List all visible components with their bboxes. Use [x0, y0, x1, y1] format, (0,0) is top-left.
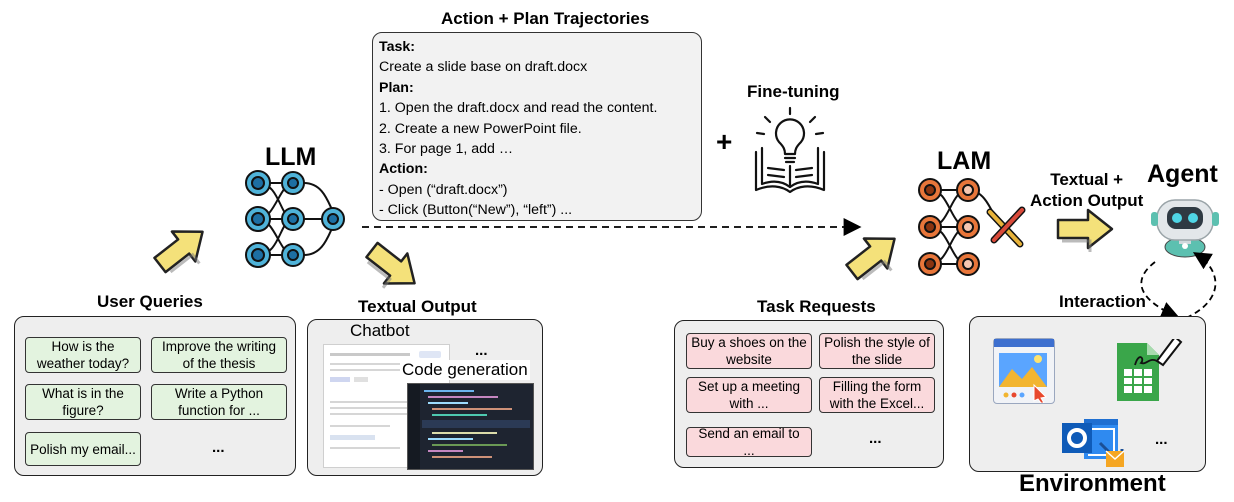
textual-action-output-label: Textual + Action Output — [1030, 170, 1144, 210]
plan-line-action2: - Click (Button(“New”), “left”) ... — [379, 202, 573, 219]
task-request-card: Filling the form with the Excel... — [819, 377, 935, 413]
plan-line-step1: 1. Open the draft.docx and read the cont… — [379, 100, 658, 117]
interaction-label: Interaction — [1059, 292, 1146, 311]
arrow-queries-to-llm — [146, 215, 219, 285]
robot-icon — [1151, 199, 1219, 258]
query-card: Improve the writing of the thesis — [151, 337, 287, 373]
plan-line-plan-heading: Plan: — [379, 79, 414, 96]
agent-label: Agent — [1147, 160, 1218, 188]
fine-tuning-label: Fine-tuning — [747, 82, 840, 101]
query-card: How is the weather today? — [25, 337, 141, 373]
task-request-more: ... — [869, 430, 882, 447]
email-app-icon — [1062, 413, 1126, 469]
image-app-icon — [993, 338, 1055, 404]
task-request-card: Set up a meeting with ... — [686, 377, 812, 413]
query-card: Write a Python function for ... — [151, 384, 287, 420]
plan-line-action-heading: Action: — [379, 161, 428, 178]
textual-output-panel: Chatbot Code generation ... — [307, 319, 543, 476]
interaction-loop-arrow-return — [1185, 252, 1217, 319]
arrow-llm-to-output — [356, 233, 428, 303]
plan-trajectory-box: Task: Create a slide base on draft.docx … — [372, 32, 702, 221]
arrow-requests-to-lam — [838, 222, 911, 292]
interaction-loop-arrow — [1140, 261, 1180, 319]
lam-network-icon — [918, 178, 1026, 276]
user-queries-panel: How is the weather today? Improve the wr… — [14, 316, 296, 476]
textual-output-title: Textual Output — [358, 297, 477, 316]
llm-network-icon — [245, 170, 345, 268]
query-card: Polish my email... — [25, 432, 141, 466]
query-card: What is in the figure? — [25, 384, 141, 420]
query-more: ... — [212, 439, 225, 456]
plan-line-task: Create a slide base on draft.docx — [379, 59, 588, 76]
plus-sign: + — [716, 126, 733, 157]
code-generation-label: Code generation — [400, 360, 530, 380]
user-queries-title: User Queries — [97, 292, 203, 311]
task-request-card: Buy a shoes on the website — [686, 333, 812, 369]
plan-line-task-heading: Task: — [379, 39, 416, 55]
task-request-card: Send an email to ... — [686, 426, 812, 458]
tools-icon — [986, 206, 1026, 248]
task-request-card: Polish the style of the slide — [819, 333, 935, 369]
chatbot-label: Chatbot — [350, 321, 410, 340]
lam-label: LAM — [937, 147, 992, 175]
code-editor-screenshot — [407, 383, 534, 470]
plan-trajectories-title: Action + Plan Trajectories — [441, 9, 650, 28]
spreadsheet-pen-icon — [1117, 339, 1183, 401]
lightbulb-book-icon — [754, 106, 826, 194]
environment-more: ... — [1155, 431, 1168, 448]
environment-panel: ... — [969, 316, 1206, 472]
arrow-lam-to-agent — [1056, 208, 1114, 254]
textual-output-more: ... — [475, 342, 488, 359]
task-requests-title: Task Requests — [757, 297, 876, 316]
plan-line-step3: 3. For page 1, add … — [379, 141, 514, 158]
plan-line-action1: - Open (“draft.docx”) — [379, 181, 508, 198]
environment-label: Environment — [1019, 470, 1166, 497]
task-requests-panel: Buy a shoes on the website Polish the st… — [674, 320, 944, 468]
llm-label: LLM — [265, 143, 317, 171]
plan-line-step2: 2. Create a new PowerPoint file. — [379, 120, 582, 137]
